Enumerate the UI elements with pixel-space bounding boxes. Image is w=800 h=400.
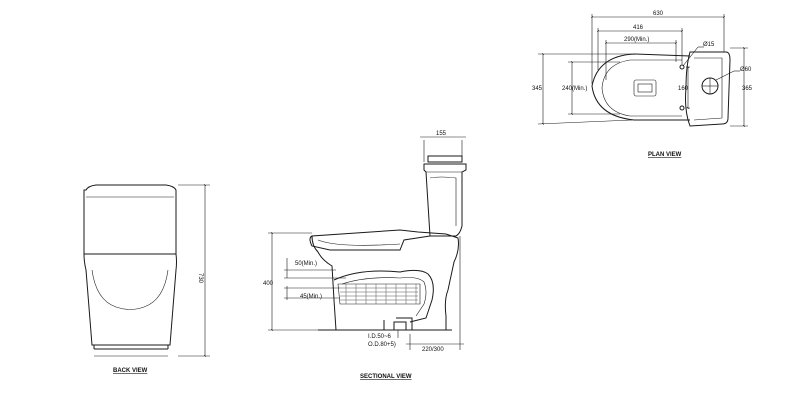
water-depth-label: 50(Min.) <box>295 261 317 267</box>
sectional-height-dimension: 400 <box>263 231 318 332</box>
back-view-tank <box>83 184 177 255</box>
tank-depth-dimension: 155 <box>420 131 466 162</box>
seal-depth-dimension: 45(Min.) <box>284 286 340 300</box>
back-view-title: BACK VIEW <box>113 368 148 374</box>
seat-length-dimension: 416 <box>596 25 684 70</box>
overall-length-label: 630 <box>653 11 664 17</box>
bolt-hole-top <box>679 64 685 70</box>
tank-depth-label: 155 <box>436 131 447 137</box>
back-view: 730 BACK VIEW <box>83 183 210 374</box>
sectional-view-title: SECTIONAL VIEW <box>360 374 412 380</box>
hole-spacing-label: 160 <box>678 86 689 92</box>
bowl-width-dimension: 345 <box>532 52 633 126</box>
plan-view-tank <box>685 51 731 127</box>
large-hole-callout: Ø60 <box>715 67 752 81</box>
water-seal-hatch <box>337 283 421 305</box>
hole-spacing-dimension: 160 <box>678 65 690 110</box>
opening-width-label: 240(Min.) <box>562 86 587 92</box>
seat-length-label: 416 <box>633 25 644 31</box>
tank-width-dimension: 365 <box>730 46 753 128</box>
pipe-id-label: I.D.50~6 <box>368 334 392 340</box>
pipe-callout: I.D.50~6 O.D.80+5) <box>368 330 399 348</box>
water-depth-dimension: 50(Min.) <box>284 258 346 279</box>
large-hole-label: Ø60 <box>740 67 752 73</box>
small-hole-label: Ø15 <box>703 42 715 48</box>
sectional-height-label: 400 <box>263 281 274 287</box>
flush-button <box>633 79 657 97</box>
overall-length-dimension: 630 <box>590 11 726 84</box>
sectional-view-bowl <box>311 229 459 331</box>
plan-view: 630 416 290(Min.) Ø15 Ø60 <box>532 11 753 158</box>
seal-depth-label: 45(Min.) <box>300 294 322 300</box>
drain-offset-label: 220/300 <box>422 347 444 353</box>
back-view-bowl <box>83 253 177 346</box>
plan-view-title: PLAN VIEW <box>648 152 682 158</box>
small-hole-callout: Ø15 <box>682 42 715 67</box>
back-view-height-label: 730 <box>197 273 203 284</box>
tank-width-label: 365 <box>742 86 753 92</box>
bolt-hole-bottom <box>679 105 685 111</box>
sectional-view: 155 400 50(Min.) 45(Min.) I.D.50~6 O.D.8 <box>263 131 467 380</box>
drain-offset-dimension: 220/300 <box>406 236 464 353</box>
plan-view-bowl <box>591 53 691 121</box>
opening-length-dimension: 290(Min.) <box>604 37 678 80</box>
bowl-width-label: 345 <box>532 86 543 92</box>
opening-length-label: 290(Min.) <box>624 37 649 43</box>
pipe-od-label: O.D.80+5) <box>368 342 396 348</box>
sectional-view-tank <box>427 155 463 163</box>
opening-width-dimension: 240(Min.) <box>562 60 620 116</box>
back-view-height-dimension: 730 <box>178 183 210 358</box>
